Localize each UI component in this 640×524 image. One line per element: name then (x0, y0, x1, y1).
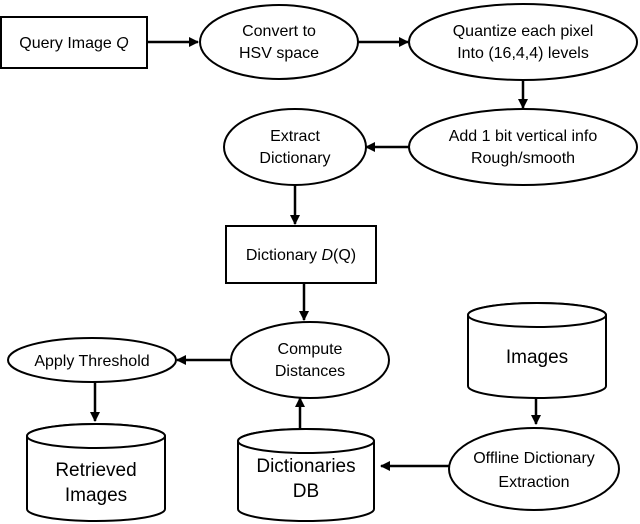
node-compute-distances: Compute Distances (230, 321, 390, 399)
add-bit-line2: Rough/smooth (471, 150, 575, 167)
dictionaries-line1: Dictionaries (256, 456, 355, 477)
convert-hsv-line2: HSV space (239, 45, 319, 62)
offline-line2: Extraction (498, 474, 569, 491)
dictionaries-line2: DB (293, 481, 319, 502)
add-bit-line1: Add 1 bit vertical info (449, 128, 598, 145)
quantize-line2: Into (16,4,4) levels (457, 45, 589, 62)
offline-line1: Offline Dictionary (473, 450, 595, 467)
images-db-label: Images (506, 347, 568, 368)
query-image-label: Query Image Q (19, 35, 128, 52)
compute-line2: Distances (275, 363, 345, 380)
node-apply-threshold: Apply Threshold (7, 337, 177, 383)
node-quantize: Quantize each pixel Into (16,4,4) levels (408, 3, 638, 81)
node-convert-hsv: Convert to HSV space (199, 4, 359, 80)
extract-line1: Extract (270, 128, 320, 145)
node-images-db: Images (467, 302, 607, 399)
node-dictionary-dq: Dictionary D(Q) (225, 225, 377, 284)
compute-line1: Compute (278, 341, 343, 358)
node-offline-extraction: Offline Dictionary Extraction (448, 427, 620, 511)
node-retrieved-images: Retrieved Images (26, 423, 166, 522)
quantize-line1: Quantize each pixel (453, 23, 594, 40)
node-add-bit: Add 1 bit vertical info Rough/smooth (408, 108, 638, 186)
convert-hsv-line1: Convert to (242, 23, 316, 40)
retrieved-line2: Images (65, 485, 127, 506)
retrieved-line1: Retrieved (55, 460, 136, 481)
dictionary-dq-label: Dictionary D(Q) (246, 247, 356, 264)
apply-threshold-label: Apply Threshold (34, 353, 149, 370)
node-extract-dictionary: Extract Dictionary (223, 108, 367, 186)
edges (90, 37, 541, 471)
node-query-image: Query Image Q (0, 16, 148, 69)
node-dictionaries-db: Dictionaries DB (237, 428, 375, 522)
extract-line2: Dictionary (259, 150, 330, 167)
